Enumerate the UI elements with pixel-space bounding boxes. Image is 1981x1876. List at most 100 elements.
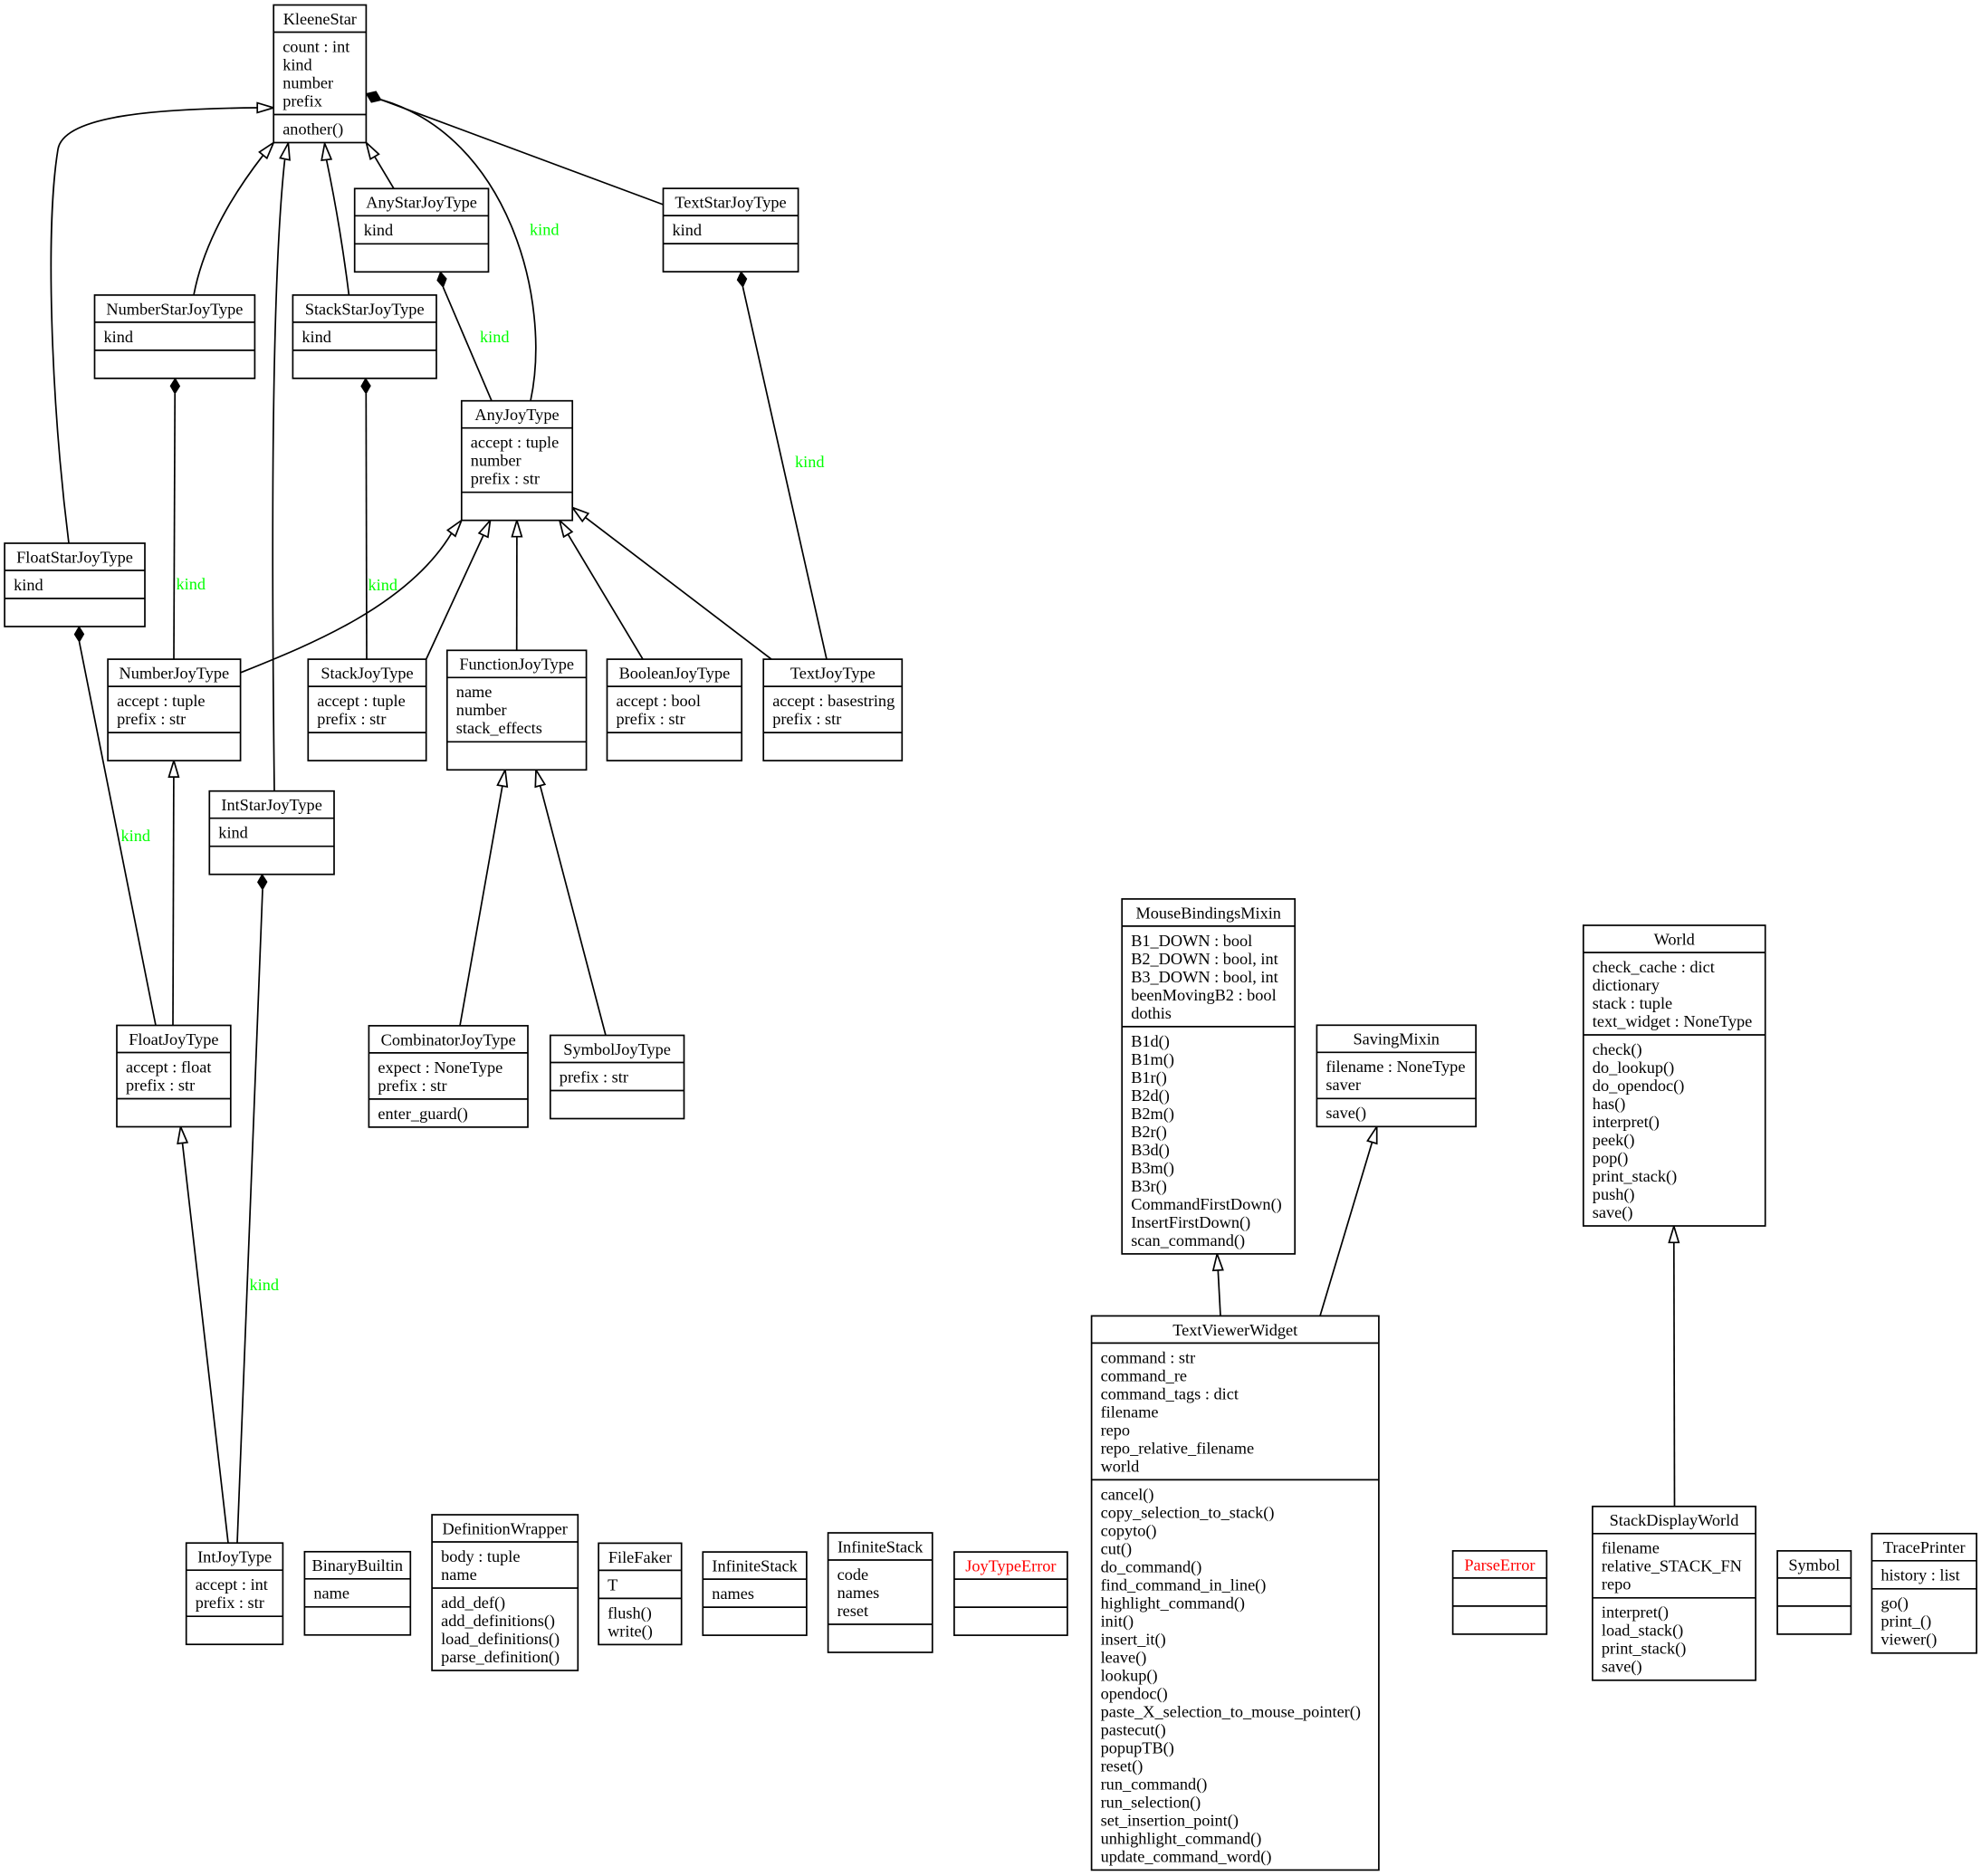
svg-text:DefinitionWrapper: DefinitionWrapper — [443, 1519, 568, 1537]
svg-text:text_widget : NoneType: text_widget : NoneType — [1593, 1012, 1752, 1030]
svg-text:kind: kind — [530, 221, 560, 239]
svg-text:StackJoyType: StackJoyType — [321, 665, 413, 683]
svg-text:kind: kind — [282, 55, 312, 73]
svg-text:SavingMixin: SavingMixin — [1353, 1030, 1439, 1048]
svg-text:enter_guard(): enter_guard() — [378, 1105, 467, 1124]
svg-text:prefix : str: prefix : str — [617, 710, 685, 728]
svg-text:accept : bool: accept : bool — [617, 692, 701, 710]
svg-text:find_command_in_line(): find_command_in_line() — [1101, 1575, 1267, 1594]
svg-text:prefix : str: prefix : str — [378, 1077, 446, 1095]
svg-text:peek(): peek() — [1593, 1131, 1635, 1150]
svg-text:IntStarJoyType: IntStarJoyType — [221, 796, 321, 814]
svg-text:AnyStarJoyType: AnyStarJoyType — [366, 194, 477, 212]
svg-text:kind: kind — [14, 576, 43, 594]
svg-text:InfiniteStack: InfiniteStack — [712, 1557, 798, 1575]
svg-text:B2d(): B2d() — [1131, 1086, 1170, 1106]
svg-text:go(): go() — [1881, 1594, 1908, 1613]
svg-text:TracePrinter: TracePrinter — [1883, 1538, 1966, 1556]
svg-text:accept : tuple: accept : tuple — [317, 692, 405, 710]
svg-text:CommandFirstDown(): CommandFirstDown() — [1131, 1195, 1282, 1214]
svg-text:number: number — [471, 452, 522, 470]
svg-text:init(): init() — [1101, 1612, 1134, 1631]
svg-text:print_(): print_() — [1881, 1613, 1931, 1632]
svg-text:leave(): leave() — [1101, 1648, 1147, 1667]
svg-text:InfiniteStack: InfiniteStack — [837, 1537, 924, 1555]
svg-text:InsertFirstDown(): InsertFirstDown() — [1131, 1213, 1250, 1232]
svg-text:interpret(): interpret() — [1593, 1113, 1660, 1132]
svg-text:B3d(): B3d() — [1131, 1141, 1170, 1160]
svg-text:another(): another() — [282, 120, 343, 139]
svg-text:copyto(): copyto() — [1101, 1521, 1157, 1540]
svg-text:repo: repo — [1602, 1575, 1631, 1594]
svg-text:reset(): reset() — [1101, 1756, 1144, 1776]
svg-text:save(): save() — [1593, 1203, 1633, 1222]
svg-text:prefix: prefix — [282, 91, 322, 110]
svg-text:do_command(): do_command() — [1101, 1557, 1202, 1576]
svg-text:run_command(): run_command() — [1101, 1775, 1208, 1794]
svg-text:FloatStarJoyType: FloatStarJoyType — [16, 548, 133, 566]
svg-text:paste_X_selection_to_mouse_poi: paste_X_selection_to_mouse_pointer() — [1101, 1702, 1361, 1721]
svg-text:check_cache : dict: check_cache : dict — [1593, 958, 1715, 976]
svg-text:filename: filename — [1602, 1539, 1660, 1557]
svg-text:copy_selection_to_stack(): copy_selection_to_stack() — [1101, 1503, 1275, 1522]
svg-text:ParseError: ParseError — [1464, 1555, 1535, 1574]
svg-text:popupTB(): popupTB() — [1101, 1738, 1174, 1757]
svg-text:code: code — [837, 1565, 869, 1584]
svg-text:BooleanJoyType: BooleanJoyType — [619, 665, 731, 683]
svg-text:kind: kind — [177, 575, 206, 593]
svg-text:has(): has() — [1593, 1095, 1626, 1114]
svg-text:update_command_word(): update_command_word() — [1101, 1847, 1272, 1866]
svg-text:FloatJoyType: FloatJoyType — [129, 1030, 218, 1048]
svg-text:NumberStarJoyType: NumberStarJoyType — [106, 300, 243, 318]
svg-text:interpret(): interpret() — [1602, 1603, 1669, 1622]
svg-text:accept : int: accept : int — [196, 1575, 268, 1594]
svg-text:scan_command(): scan_command() — [1131, 1231, 1245, 1250]
svg-text:SymbolJoyType: SymbolJoyType — [563, 1040, 671, 1058]
svg-text:write(): write() — [608, 1622, 653, 1641]
svg-text:prefix : str: prefix : str — [126, 1076, 195, 1094]
svg-text:B3r(): B3r() — [1131, 1177, 1167, 1196]
svg-text:kind: kind — [368, 576, 398, 594]
svg-text:save(): save() — [1602, 1658, 1642, 1677]
svg-text:B1_DOWN : bool: B1_DOWN : bool — [1131, 932, 1252, 950]
svg-text:CombinatorJoyType: CombinatorJoyType — [381, 1030, 516, 1048]
svg-text:opendoc(): opendoc() — [1101, 1684, 1168, 1703]
svg-text:B1r(): B1r() — [1131, 1068, 1167, 1087]
svg-text:kind: kind — [480, 328, 510, 346]
svg-text:prefix : str: prefix : str — [317, 710, 386, 728]
svg-text:TextStarJoyType: TextStarJoyType — [675, 194, 786, 212]
svg-text:IntJoyType: IntJoyType — [197, 1548, 272, 1566]
svg-text:check(): check() — [1593, 1040, 1642, 1059]
svg-text:prefix : str: prefix : str — [560, 1067, 628, 1086]
svg-text:highlight_command(): highlight_command() — [1101, 1594, 1245, 1613]
svg-text:print_stack(): print_stack() — [1593, 1167, 1677, 1186]
svg-text:add_definitions(): add_definitions() — [441, 1612, 555, 1631]
svg-text:count : int: count : int — [282, 37, 349, 55]
svg-text:command_re: command_re — [1101, 1366, 1187, 1384]
svg-text:insert_it(): insert_it() — [1101, 1630, 1166, 1649]
svg-text:add_def(): add_def() — [441, 1594, 505, 1613]
svg-text:StackDisplayWorld: StackDisplayWorld — [1610, 1511, 1739, 1529]
svg-text:lookup(): lookup() — [1101, 1666, 1158, 1685]
svg-text:cut(): cut() — [1101, 1539, 1133, 1558]
svg-text:name: name — [441, 1565, 477, 1584]
svg-text:save(): save() — [1325, 1104, 1366, 1123]
svg-text:saver: saver — [1325, 1076, 1361, 1094]
svg-text:dothis: dothis — [1131, 1004, 1172, 1022]
svg-text:T: T — [608, 1575, 617, 1594]
svg-text:filename : NoneType: filename : NoneType — [1325, 1058, 1465, 1076]
svg-text:kind: kind — [104, 328, 134, 346]
svg-text:repo_relative_filename: repo_relative_filename — [1101, 1439, 1255, 1457]
svg-text:AnyJoyType: AnyJoyType — [474, 406, 559, 424]
svg-text:world: world — [1101, 1457, 1140, 1475]
svg-text:KleeneStar: KleeneStar — [283, 10, 357, 28]
svg-text:do_lookup(): do_lookup() — [1593, 1058, 1674, 1077]
svg-text:B3m(): B3m() — [1131, 1159, 1174, 1178]
svg-text:accept : basestring: accept : basestring — [772, 692, 895, 710]
svg-text:prefix : str: prefix : str — [117, 710, 186, 728]
svg-text:names: names — [712, 1584, 754, 1603]
svg-text:prefix : str: prefix : str — [772, 710, 841, 728]
svg-text:load_stack(): load_stack() — [1602, 1622, 1683, 1641]
svg-text:print_stack(): print_stack() — [1602, 1640, 1686, 1659]
svg-text:BinaryBuiltin: BinaryBuiltin — [312, 1556, 404, 1574]
